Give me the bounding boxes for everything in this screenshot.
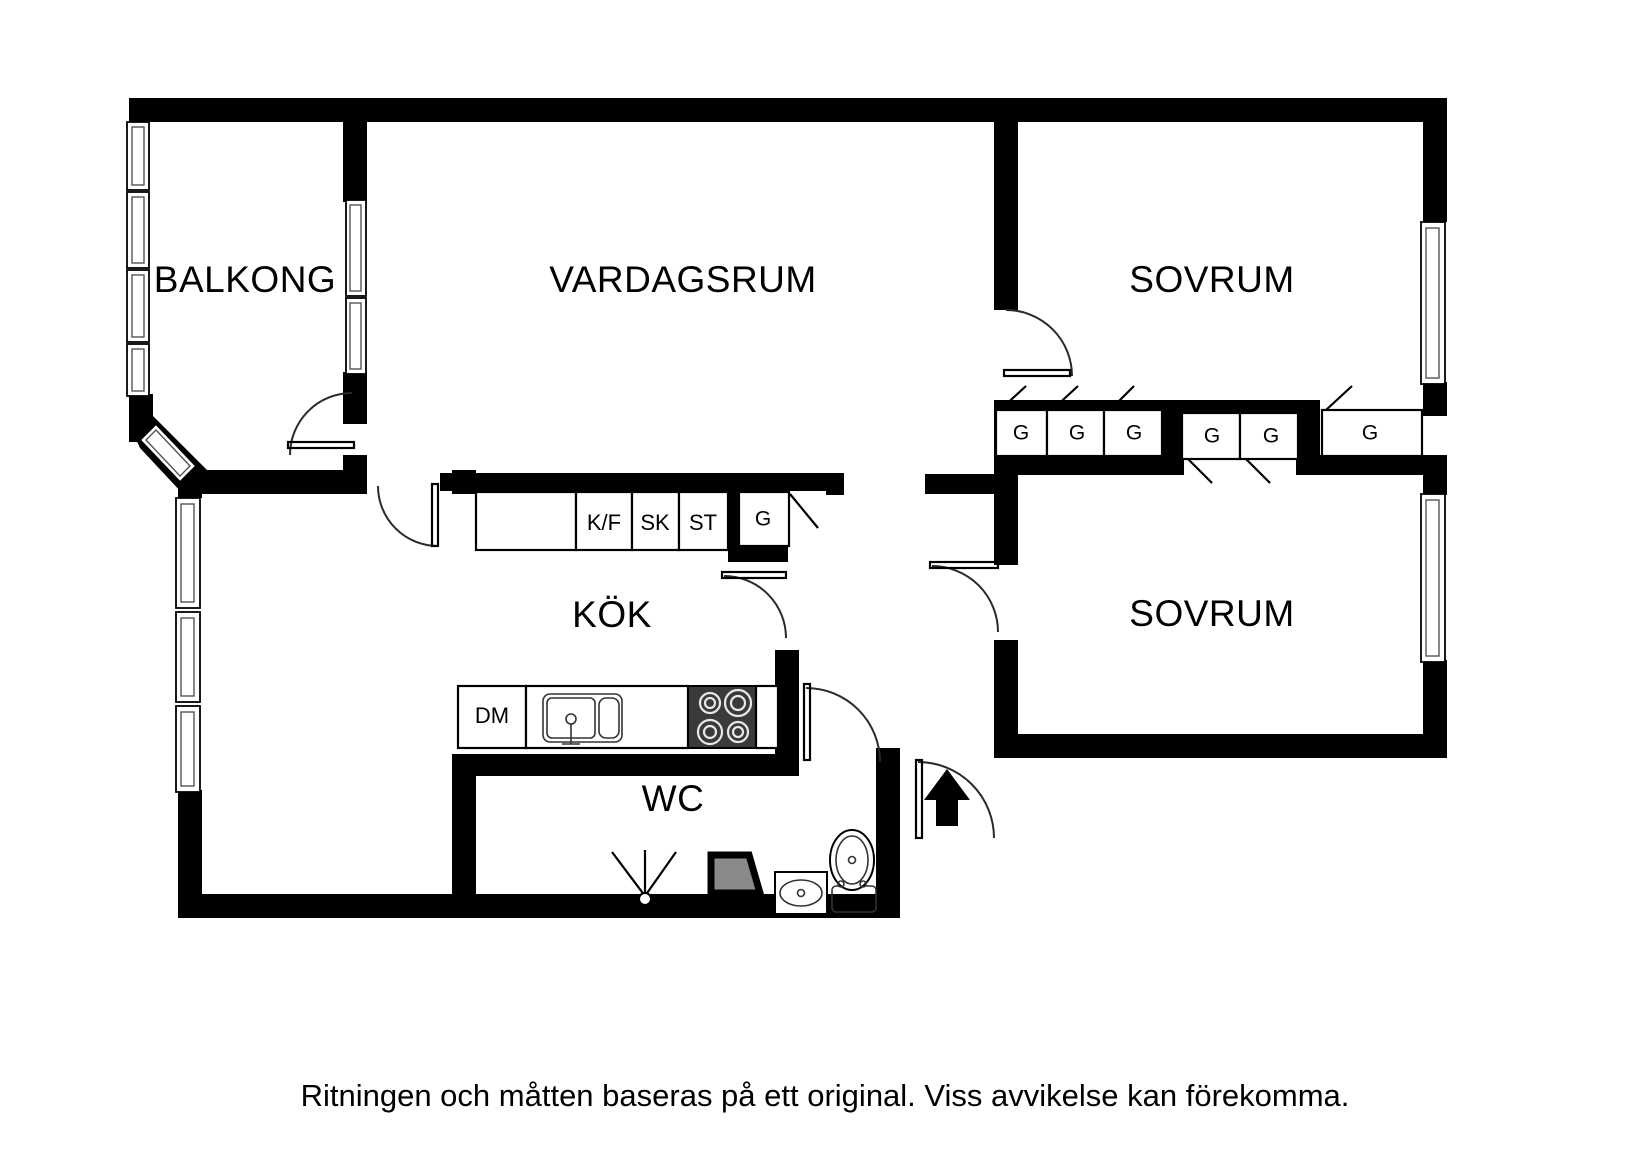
kitchen-upper-cabinets	[474, 490, 791, 552]
washbasin	[774, 871, 828, 915]
wardrobe-b	[1045, 408, 1106, 458]
window-living-left-2	[175, 611, 201, 703]
room-label-kok: KÖK	[572, 594, 652, 635]
cabinet-label-dm: DM	[475, 703, 509, 728]
counter-dm	[456, 684, 528, 750]
wardrobe-label-f: G	[1362, 422, 1378, 445]
window-living-left-1	[175, 497, 201, 609]
window-balcony-left-3	[126, 269, 150, 343]
cabinet-st	[677, 490, 730, 552]
wall-group	[129, 98, 1447, 918]
wall-hall-right-upper	[826, 473, 844, 495]
window-balcony-left-1	[126, 121, 150, 191]
wall-hall-stub	[925, 474, 995, 494]
window-balcony-corner-angled	[138, 422, 198, 484]
cabinet-counter-left	[474, 490, 578, 552]
wardrobe-d	[1180, 411, 1242, 461]
wardrobe-label-hall: G	[755, 508, 771, 531]
cooktop-burners	[696, 688, 753, 746]
kitchen-sink	[542, 693, 623, 745]
wall-balcony-divider-upper	[343, 98, 367, 202]
washing-machine	[707, 851, 765, 897]
window-balcony-right-2	[345, 297, 367, 375]
cabinet-label-st: ST	[689, 510, 717, 535]
counter-right	[754, 684, 780, 750]
wall-closet-bottom-a	[994, 455, 1166, 475]
wall-wc-left	[452, 754, 476, 918]
door-wc	[802, 682, 881, 763]
cabinet-label-kf: K/F	[587, 510, 621, 535]
label-group: BALKONG VARDAGSRUM SOVRUM SOVRUM KÖK WC …	[154, 259, 1378, 819]
wall-top-middle	[361, 98, 1002, 122]
wc-fixtures	[611, 829, 877, 915]
wardrobe-label-d: G	[1204, 425, 1220, 448]
wall-balcony-divider-lower	[343, 372, 367, 424]
wall-closet-bottom-c	[1296, 455, 1447, 475]
wardrobe-swing-marks	[999, 385, 1353, 484]
wardrobe-c	[1102, 408, 1164, 458]
bedroom-wardrobes	[994, 385, 1424, 484]
window-balcony-right-1	[345, 199, 367, 297]
door-bedroom-lower	[928, 560, 1000, 633]
shower-drain-icon	[611, 850, 677, 906]
kitchen-lower-counter	[456, 684, 780, 750]
wardrobe-label-a: G	[1013, 422, 1029, 445]
wardrobe-label-e: G	[1263, 425, 1279, 448]
window-bedroom-lower-right	[1420, 493, 1446, 663]
window-living-left-3	[175, 705, 201, 793]
room-label-balkong: BALKONG	[154, 259, 336, 300]
wall-right-exterior-mid	[1423, 382, 1447, 416]
room-label-sovrum-upper: SOVRUM	[1129, 259, 1294, 300]
wall-below-balcony	[183, 470, 367, 494]
door-balcony	[286, 392, 356, 456]
plan-caption: Ritningen och måtten baseras på ett orig…	[300, 1078, 1350, 1113]
wall-top-left	[129, 98, 361, 122]
wall-top-right	[1002, 98, 1447, 122]
wardrobe-f	[1320, 408, 1424, 458]
wall-kitchen-top	[440, 473, 844, 491]
door-bedroom-upper	[1002, 309, 1073, 378]
door-hall-closet	[789, 493, 819, 529]
wall-wc-top	[452, 754, 799, 776]
window-bedroom-upper-right	[1420, 221, 1446, 385]
door-group	[286, 309, 1073, 840]
cabinet-label-sk: SK	[640, 510, 670, 535]
wall-right-exterior-top	[1423, 98, 1447, 222]
wardrobe-label-b: G	[1069, 422, 1085, 445]
door-entrance	[914, 758, 995, 840]
door-kok	[720, 570, 788, 639]
entrance-arrow	[924, 769, 970, 826]
window-group	[126, 121, 1446, 793]
window-balcony-left-2	[126, 191, 150, 269]
door-kitchen-hall	[377, 482, 440, 548]
room-label-sovrum-lower: SOVRUM	[1129, 593, 1294, 634]
window-balcony-left-4	[126, 343, 150, 397]
toilet	[829, 829, 877, 913]
wardrobe-label-c: G	[1126, 422, 1142, 445]
closet-g-hall	[737, 490, 791, 548]
wall-hall-bedroom-divider-upper	[994, 98, 1018, 310]
wall-bottom-left	[178, 894, 458, 918]
wall-wc-right	[876, 748, 900, 918]
wall-bedroom-bottom	[994, 734, 1447, 758]
room-label-vardagsrum: VARDAGSRUM	[549, 259, 816, 300]
wardrobe-e	[1238, 411, 1300, 461]
room-label-wc: WC	[642, 778, 705, 819]
